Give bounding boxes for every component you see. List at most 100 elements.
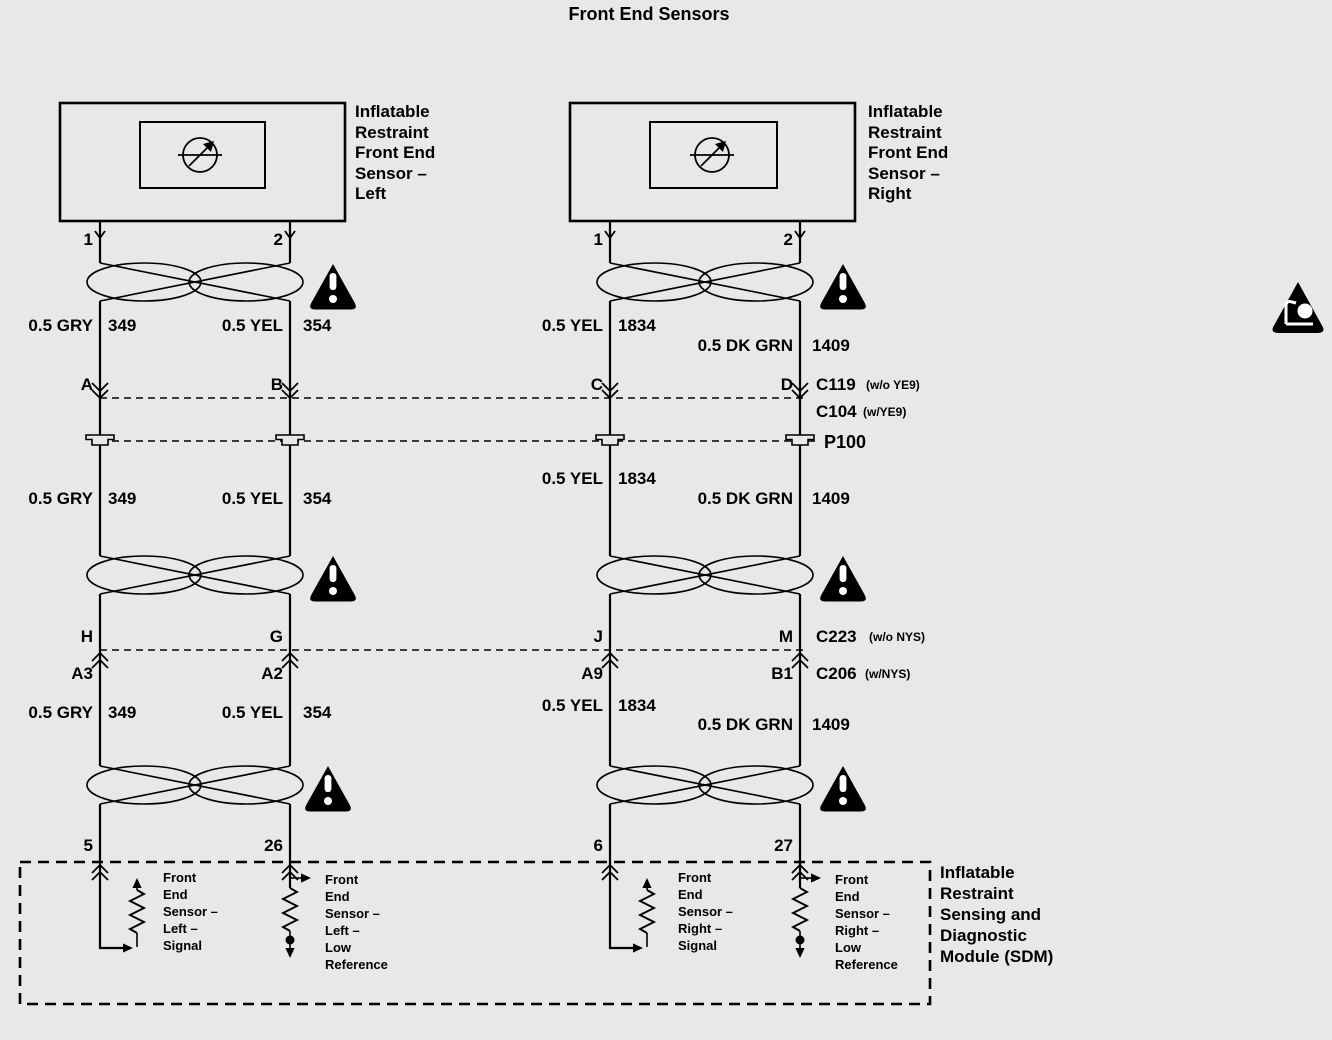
sdm-signal-label: Left – [163,921,198,936]
caution-triangle-icon [820,556,866,602]
sdm-lowref-label: Reference [325,957,388,972]
sdm-signal-label: End [163,887,188,902]
connector-name: C119 [816,375,856,394]
circuit-number-label: 349 [108,316,136,335]
circuit-number-label: 354 [303,489,332,508]
circuit-number-label: 354 [303,316,332,335]
arrow-up-icon [132,878,142,888]
sdm-lowref-label: Front [835,872,869,887]
sdm-lowref-label: Left – [325,923,360,938]
pin-number: 6 [594,836,603,855]
circuit-number-label: 349 [108,489,136,508]
pin-number: 27 [774,836,793,855]
caution-triangle-icon [305,766,351,812]
sdm-lowref-label: Right – [835,923,879,938]
circuit-number-label: 1409 [812,489,850,508]
pin-number: 1 [84,230,93,249]
sdm-lowref-label: End [325,889,350,904]
sir-airbag-caution-icon [1271,280,1325,335]
sdm-signal-label: Front [163,870,197,885]
wire-labels-section-2: 0.5 YEL 1834 0.5 GRY 349 0.5 YEL 354 0.5… [28,469,849,508]
sdm-label-line: Restraint [940,884,1014,903]
sdm-signal-label: Sensor – [163,904,218,919]
arrow-down-icon [285,948,295,958]
arrow-right-icon [811,873,821,883]
right-sensor-inner-box [649,121,778,189]
left-sensor-box: Inflatable Restraint Front End Sensor – … [58,101,435,223]
terminal-letter: J [594,627,603,646]
arrow-down-icon [795,948,805,958]
sdm-label-line: Module (SDM) [940,947,1053,966]
sdm-lowref-label: Low [835,940,862,955]
left-sensor-label: Sensor – [355,164,427,183]
pin-number: 1 [594,230,603,249]
right-sensor-label: Right [868,184,912,203]
twisted-pair-icon [596,262,814,302]
sdm-signal-label: Front [678,870,712,885]
sdm-lowref-label: Sensor – [835,906,890,921]
connector-variant: (w/NYS) [865,667,910,681]
terminal-letter: B [271,375,283,394]
sdm-right-lowref-circuit: Front End Sensor – Right – Low Reference [792,872,898,972]
circuit-number-label: 349 [108,703,136,722]
caution-triangle-icon [820,264,866,310]
grommet-name: P100 [824,432,866,452]
caution-triangle-icon [310,264,356,310]
pin-number: 5 [84,836,93,855]
pin-number: 2 [274,230,283,249]
wire-labels-section-3: 0.5 YEL 1834 0.5 GRY 349 0.5 YEL 354 0.5… [28,696,849,734]
terminal-letter: A [81,375,93,394]
connector-name: C104 [816,402,857,421]
right-sensor-label: Restraint [868,123,942,142]
grommet-icon [785,434,815,446]
sdm-lowref-label: Front [325,872,359,887]
sdm-right-signal-circuit: Front End Sensor – Right – Signal [633,870,733,953]
right-sensor-outline [568,101,857,223]
wire-left-signal [98,221,128,950]
bottom-pin-numbers: 5 26 6 27 [84,836,793,855]
wire-gauge-label: 0.5 GRY [28,703,93,722]
right-sensor-label: Inflatable [868,102,943,121]
terminal-letter: C [591,375,603,394]
resistor-icon [792,887,808,932]
connector-variant: (w/o YE9) [866,378,920,392]
terminal-letter: M [779,627,793,646]
arrow-right-icon [123,943,133,953]
wire-labels-section-1: 0.5 GRY 349 0.5 YEL 354 0.5 YEL 1834 0.5… [28,316,849,355]
wire-gauge-label: 0.5 YEL [542,696,603,715]
grommet-icon [275,434,305,446]
left-sensor-label: Left [355,184,387,203]
terminal-letter: H [81,627,93,646]
circuit-number-label: 1409 [812,336,850,355]
sdm-left-lowref-circuit: Front End Sensor – Left – Low Reference [282,872,388,972]
right-sensor-box: Inflatable Restraint Front End Sensor – … [568,101,948,223]
sdm-signal-label: Right – [678,921,722,936]
sdm-lowref-label: Reference [835,957,898,972]
pin-number: 26 [264,836,283,855]
sdm-label-line: Sensing and [940,905,1041,924]
left-sensor-inner-box [139,121,266,189]
left-sensor-label: Inflatable [355,102,430,121]
resistor-icon [639,889,655,934]
connector-variant: (w/YE9) [863,405,906,419]
twisted-pair-icon [86,555,304,595]
wire-gauge-label: 0.5 YEL [542,469,603,488]
top-pin-numbers: 1 2 1 2 [84,230,806,249]
connector-name: C206 [816,664,857,683]
wire-gauge-label: 0.5 DK GRN [698,715,793,734]
wire-right-signal [608,221,638,950]
twisted-pair-icon [86,262,304,302]
arrow-up-icon [642,878,652,888]
sdm-label-line: Inflatable [940,863,1015,882]
accelerometer-sensor-icon [689,137,735,173]
accelerometer-sensor-icon [177,137,223,173]
grommet-icon [85,434,115,446]
sdm-signal-label: End [678,887,703,902]
right-sensor-label: Sensor – [868,164,940,183]
circuit-number-label: 1409 [812,715,850,734]
right-sensor-label: Front End [868,143,948,162]
sdm-label-line: Diagnostic [940,926,1027,945]
sdm-module-label: Inflatable Restraint Sensing and Diagnos… [940,863,1053,966]
connector-row-2: H G J M A3 A2 A9 B1 C223 (w/o NYS) C206 … [71,627,925,683]
